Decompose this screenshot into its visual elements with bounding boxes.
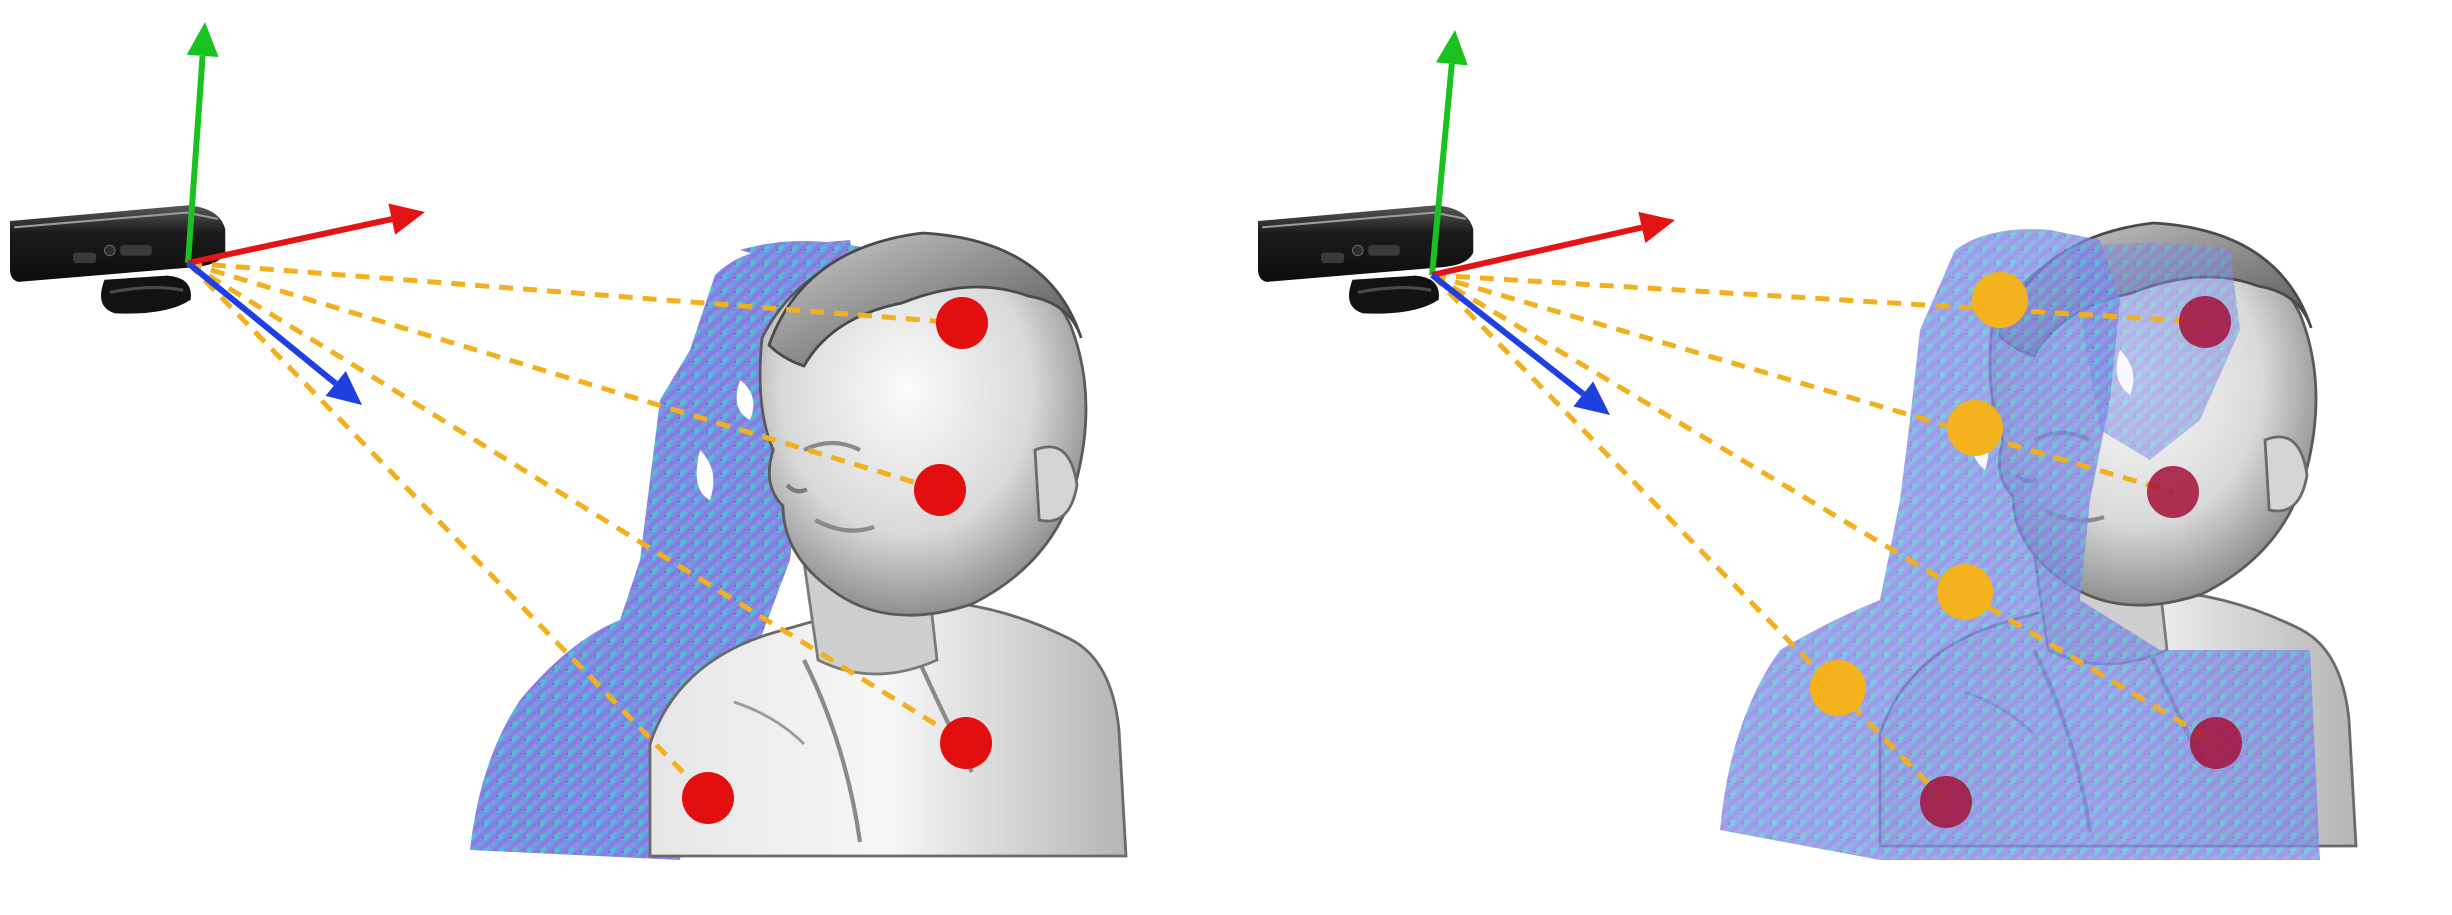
model-point (914, 464, 966, 516)
depth-point (1810, 660, 1866, 716)
axis-depth-arrow (1432, 275, 1610, 415)
axis-depth-arrow-shaft (188, 263, 336, 384)
depth-point (1972, 272, 2028, 328)
axis-depth-arrow-shaft (1432, 275, 1583, 394)
axis-depth-arrow (188, 263, 362, 405)
model-point (682, 772, 734, 824)
axis-depth-arrow-head (1573, 381, 1610, 415)
axis-right-arrow-head (1638, 212, 1675, 243)
model-point (2147, 466, 2199, 518)
model-point (940, 717, 992, 769)
axis-right-arrow-head (388, 204, 425, 235)
depth-point (1947, 400, 2003, 456)
depth-point (1937, 564, 1993, 620)
model-point (1920, 776, 1972, 828)
depth-camera-icon (1258, 205, 1473, 313)
axis-up-arrow-head (187, 22, 219, 57)
model-point (2179, 296, 2231, 348)
axis-up-arrow-head (1436, 30, 1468, 65)
model-point (2190, 717, 2242, 769)
model-point (936, 297, 988, 349)
